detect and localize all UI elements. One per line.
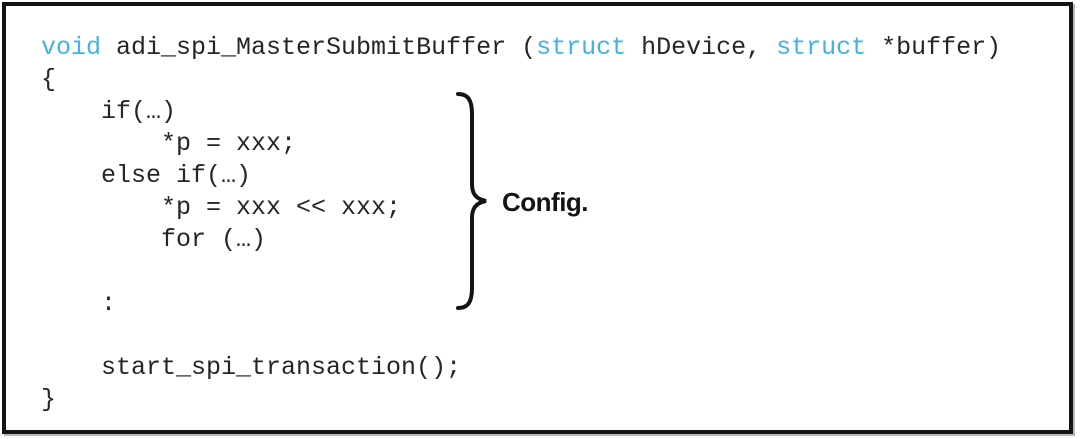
code-text: start_spi_transaction(); <box>41 353 462 382</box>
code-text: for (…) <box>41 225 267 254</box>
config-label: Config. <box>502 187 589 217</box>
code-line: { <box>41 64 1001 96</box>
code-text: *buffer) <box>866 33 1002 62</box>
code-panel: void adi_spi_MasterSubmitBuffer (struct … <box>41 32 1001 416</box>
figure-frame: void adi_spi_MasterSubmitBuffer (struct … <box>2 2 1073 434</box>
code-text: if(…) <box>41 97 177 126</box>
code-line <box>41 320 1001 352</box>
code-line: void adi_spi_MasterSubmitBuffer (struct … <box>41 32 1001 64</box>
code-keyword: struct <box>536 33 627 62</box>
code-text: else if(…) <box>41 161 252 190</box>
code-line: start_spi_transaction(); <box>41 352 1001 384</box>
config-brace-icon <box>456 92 487 310</box>
code-text: } <box>41 385 57 414</box>
code-line: } <box>41 384 1001 416</box>
code-line: for (…) <box>41 224 1001 256</box>
code-line: : <box>41 288 1001 320</box>
code-line: if(…) <box>41 96 1001 128</box>
code-keyword: void <box>41 33 102 62</box>
code-text: *p = xxx << xxx; <box>41 193 402 222</box>
code-line: *p = xxx << xxx; <box>41 192 1001 224</box>
code-line <box>41 256 1001 288</box>
code-text: *p = xxx; <box>41 129 297 158</box>
code-keyword: struct <box>776 33 867 62</box>
code-text: { <box>41 65 57 94</box>
code-line: else if(…) <box>41 160 1001 192</box>
code-text: adi_spi_MasterSubmitBuffer ( <box>101 33 537 62</box>
code-line: *p = xxx; <box>41 128 1001 160</box>
code-text: hDevice, <box>626 33 777 62</box>
code-text: : <box>41 289 117 318</box>
